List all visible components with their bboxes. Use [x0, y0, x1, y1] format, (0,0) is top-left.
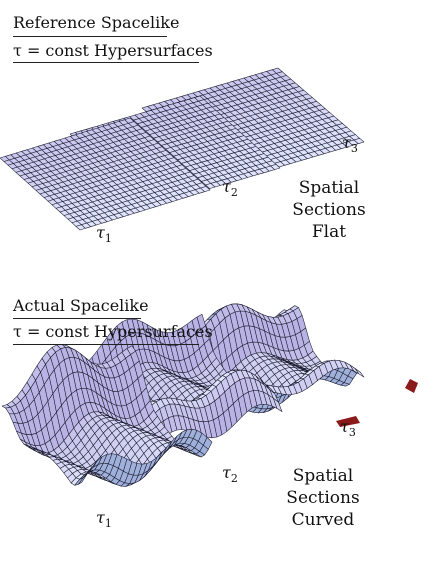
- top-title-line2: τ = const Hypersurfaces: [13, 41, 213, 60]
- top-title-underline2: [13, 62, 199, 63]
- surface-underside-2: [336, 416, 360, 427]
- top-tau1-label: τ1: [96, 223, 112, 246]
- surface-underside-1: [405, 379, 418, 393]
- top-title-underline1: [13, 36, 167, 37]
- bottom-title-underline2: [13, 344, 199, 345]
- bottom-title-line2-text: τ = const Hypersurfaces: [13, 322, 213, 341]
- top-note-line1: Spatial: [298, 178, 360, 198]
- bottom-note-line3: Curved: [291, 510, 355, 530]
- bottom-note-line1: Spatial: [292, 466, 354, 486]
- top-note-line2: Sections: [292, 200, 366, 220]
- bottom-note: Spatial Sections Curved: [268, 465, 378, 531]
- bottom-note-line2: Sections: [286, 488, 360, 508]
- top-tau3-label: τ3: [342, 133, 358, 156]
- top-title-line2-text: τ = const Hypersurfaces: [13, 41, 213, 60]
- bottom-tau2-label: τ2: [222, 463, 238, 486]
- hypersurface-top-tau1: [0, 117, 211, 231]
- top-title-line1: Reference Spacelike: [13, 13, 180, 32]
- top-note-line3: Flat: [311, 222, 347, 242]
- top-tau2-label: τ2: [222, 177, 238, 200]
- bottom-tau1-label: τ1: [96, 508, 112, 531]
- hypersurface-bottom-tau1: [1, 344, 213, 487]
- top-note: Spatial Sections Flat: [274, 177, 384, 243]
- bottom-title-line1: Actual Spacelike: [13, 296, 149, 315]
- bottom-title-line2: τ = const Hypersurfaces: [13, 322, 213, 341]
- bottom-tau3-label: τ3: [340, 417, 356, 440]
- bottom-title-underline1: [13, 318, 141, 319]
